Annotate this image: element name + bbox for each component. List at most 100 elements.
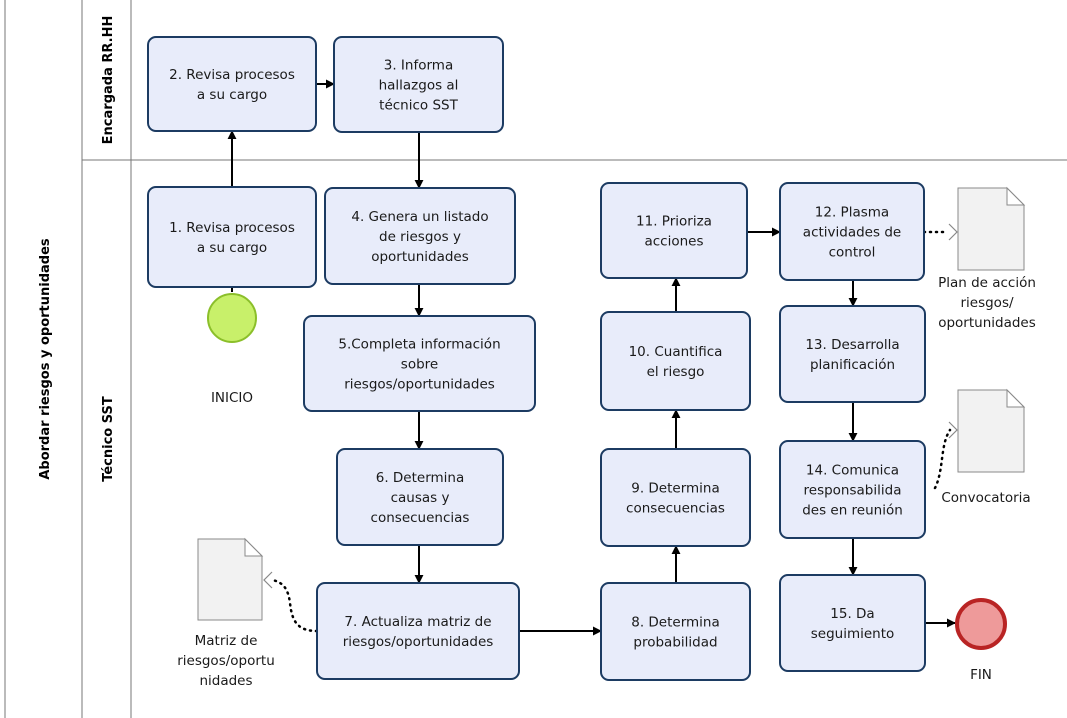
task-5[interactable]: 5.Completa información sobre riesgos/oport… <box>303 315 536 412</box>
text-line: consecuencias <box>626 501 725 517</box>
task-label: 7. Actualiza matriz de riesgos/oportunida… <box>343 614 494 650</box>
task-label: 4. Genera un listado de riesgos y oportuni… <box>351 209 488 265</box>
end-event-label: FIN <box>970 667 992 683</box>
text-line: Convocatoria <box>941 490 1030 506</box>
text-line: a su cargo <box>197 240 267 256</box>
text-line: probabilidad <box>633 635 717 651</box>
task-box[interactable] <box>336 448 504 546</box>
task-box[interactable] <box>324 187 516 285</box>
text-line: 8. Determina <box>631 615 720 631</box>
task-box[interactable] <box>779 574 926 672</box>
document-icon[interactable] <box>957 187 1025 271</box>
text-line: actividades de <box>803 225 901 241</box>
end-event-circle[interactable] <box>955 598 1007 650</box>
text-line: des en reunión <box>802 503 903 519</box>
text-line: riesgos/oportunidades <box>344 377 495 393</box>
text-line: nidades <box>199 673 252 689</box>
task-1[interactable]: 1. Revisa procesos a su cargo <box>147 186 317 288</box>
text-line: control <box>829 245 876 261</box>
text-line: 5.Completa información <box>338 337 500 353</box>
task-box[interactable] <box>779 440 926 539</box>
text-line: responsabilida <box>804 483 902 499</box>
task-box[interactable] <box>600 448 751 547</box>
task-11[interactable]: 11. Prioriza acciones <box>600 182 748 279</box>
text-line: 1. Revisa procesos <box>169 220 295 236</box>
task-label: 11. Prioriza acciones <box>636 214 712 250</box>
task-14[interactable]: 14. Comunica responsabilida des en reunión <box>779 440 926 539</box>
end-event[interactable]: FIN <box>955 598 1007 683</box>
text-line: acciones <box>644 234 703 250</box>
task-4[interactable]: 4. Genera un listado de riesgos y oportuni… <box>324 187 516 285</box>
text-line: de riesgos y <box>379 229 461 245</box>
task-box[interactable] <box>779 182 925 281</box>
text-line: 11. Prioriza <box>636 214 712 230</box>
text-line: 2. Revisa procesos <box>169 67 295 83</box>
text-line: 15. Da <box>830 606 874 622</box>
task-box[interactable] <box>779 305 926 403</box>
task-label: 1. Revisa procesos a su cargo <box>169 220 295 256</box>
document-fold-icon <box>1006 186 1026 206</box>
text-line: 12. Plasma <box>815 205 889 221</box>
text-line: oportunidades <box>371 249 469 265</box>
task-8[interactable]: 8. Determina probabilidad <box>600 582 751 681</box>
task-label: 12. Plasma actividades de control <box>803 205 901 261</box>
task-15[interactable]: 15. Da seguimiento <box>779 574 926 672</box>
text-line: sobre <box>401 357 438 373</box>
text-line: hallazgos al <box>379 78 459 94</box>
task-box[interactable] <box>147 36 317 132</box>
text-line: seguimiento <box>811 626 895 642</box>
task-box[interactable] <box>600 311 751 411</box>
task-label: 2. Revisa procesos a su cargo <box>169 67 295 103</box>
document-label-convocatoria: Convocatoria <box>941 490 1030 506</box>
task-12[interactable]: 12. Plasma actividades de control <box>779 182 925 281</box>
document-fold-icon <box>1006 388 1026 408</box>
text-line: 14. Comunica <box>806 463 899 479</box>
task-box[interactable] <box>600 582 751 681</box>
lane-title-tecnico: Técnico SST <box>101 396 116 482</box>
task-7[interactable]: 7. Actualiza matriz de riesgos/oportunida… <box>316 582 520 680</box>
text-line: 4. Genera un listado <box>351 209 488 225</box>
task-label: 14. Comunica responsabilida des en reunión <box>802 463 903 519</box>
task-box[interactable] <box>303 315 536 412</box>
task-label: 5.Completa información sobre riesgos/oport… <box>338 337 500 393</box>
task-box[interactable] <box>316 582 520 680</box>
document-icon[interactable] <box>197 538 263 621</box>
text-line: 7. Actualiza matriz de <box>344 614 491 630</box>
task-box[interactable] <box>147 186 317 288</box>
text-line: 3. Informa <box>384 58 453 74</box>
document-convocatoria[interactable]: Convocatoria <box>941 388 1031 506</box>
association-7-matriz <box>271 578 319 633</box>
sequence-flows <box>227 79 956 636</box>
text-line: el riesgo <box>647 364 705 380</box>
data-associations <box>271 230 952 633</box>
text-line: Plan de acción <box>938 275 1036 291</box>
text-line: a su cargo <box>197 87 267 103</box>
text-line: causas y <box>391 490 450 506</box>
task-box[interactable] <box>600 182 748 279</box>
text-line: 13. Desarrolla <box>805 337 899 353</box>
task-label: 8. Determina probabilidad <box>631 615 720 651</box>
pool: Abordar riesgos y oportunidades Encargad… <box>4 0 1067 718</box>
text-line: oportunidades <box>938 315 1036 331</box>
start-event[interactable]: INICIO <box>207 293 257 406</box>
text-line: riesgos/oportunidades <box>343 634 494 650</box>
start-event-circle[interactable] <box>207 293 257 343</box>
task-2[interactable]: 2. Revisa procesos a su cargo <box>147 36 317 132</box>
start-event-label: INICIO <box>211 390 253 406</box>
document-icon[interactable] <box>957 389 1025 473</box>
task-box[interactable] <box>333 36 504 133</box>
